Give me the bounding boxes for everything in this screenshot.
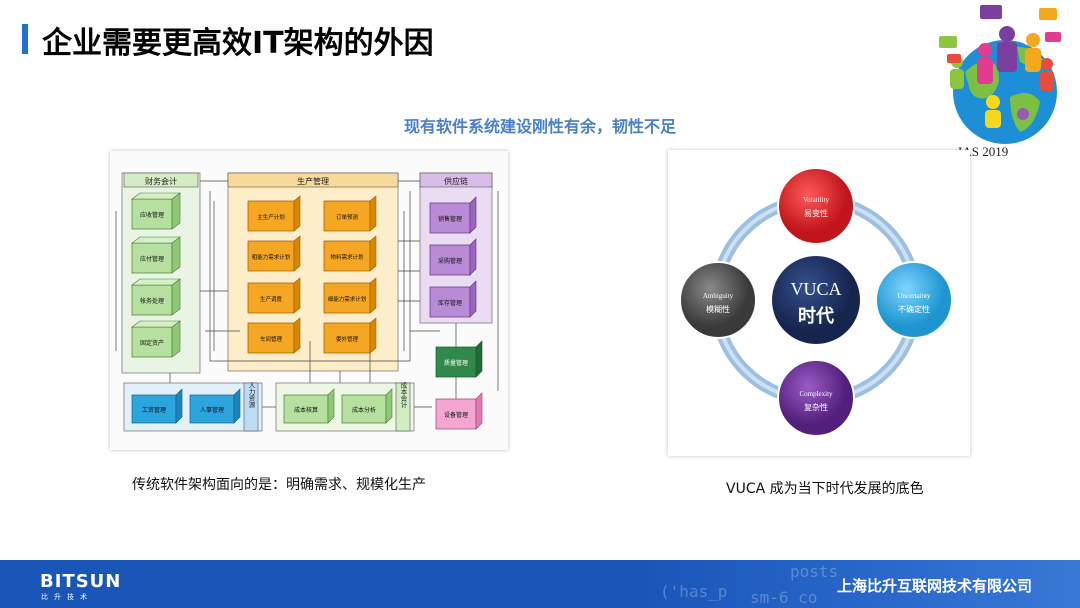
vuca-diagram-panel: VUCA 时代 Volatility 易变性 Uncertainty 不确定性 …: [668, 150, 970, 456]
company-name: 上海比升互联网技术有限公司: [836, 577, 1032, 595]
sales-box: [429, 202, 471, 234]
vuca-center-cn: 时代: [798, 306, 834, 327]
footer-bar: ('has_p posts sm-6 co BITSUN 比升技术 上海比升互联…: [0, 560, 1080, 608]
architecture-diagram-panel: 财务会计 生产管理 供应链 人力资源 成本会计: [110, 151, 508, 450]
personnel-label: 人事管理: [200, 406, 224, 414]
fixed-assets-label: 固定资产: [140, 339, 164, 347]
caption-left: 传统软件架构面向的是：明确需求、规模化生产: [132, 477, 426, 493]
receivable-box: [131, 198, 173, 230]
payroll-label: 工资管理: [142, 406, 166, 414]
code-text-2: posts: [790, 562, 839, 581]
order-box: [323, 200, 371, 232]
capacity-label: 粗能力需求计划: [252, 253, 291, 261]
cost-label: 成本会计: [399, 381, 407, 410]
title-accent-bar: [22, 24, 28, 54]
complexity-cn: 复杂性: [804, 402, 828, 412]
brand-subtitle: 比升技术: [41, 593, 93, 601]
equipment-label: 设备管理: [444, 411, 468, 419]
ambiguity-en: Ambiguity: [703, 292, 734, 300]
capacity-box: [247, 240, 295, 272]
volatility-circle: [777, 167, 855, 245]
supply-label: 供应链: [444, 176, 468, 186]
uncertainty-circle: [875, 261, 953, 339]
footer-code-background: ('has_p posts sm-6 co: [640, 560, 1080, 608]
complexity-circle: [777, 359, 855, 437]
purchase-box: [429, 244, 471, 276]
order-label: 订单预测: [336, 213, 359, 221]
uncertainty-en: Uncertainty: [897, 292, 931, 300]
delivery-box: [323, 322, 371, 354]
ias-logo: [939, 5, 1061, 144]
vuca-center-en: VUCA: [790, 279, 841, 299]
cost-calc-box: [283, 394, 329, 424]
schedule-label: 生产调度: [260, 295, 283, 303]
code-text-3: sm-6 co: [750, 588, 818, 607]
payroll-box: [131, 394, 177, 424]
mps-label: 主生产计划: [257, 213, 285, 221]
code-text-1: ('has_p: [660, 582, 728, 601]
caption-right: VUCA 成为当下时代发展的底色: [726, 481, 924, 497]
schedule-box: [247, 282, 295, 314]
vuca-center: [770, 254, 862, 346]
receivable-label: 应收管理: [140, 211, 164, 219]
inventory-label: 库存管理: [438, 299, 462, 307]
ambiguity-circle: [679, 261, 757, 339]
uncertainty-cn: 不确定性: [898, 304, 930, 314]
delivery-label: 委外管理: [336, 335, 359, 343]
fine-capacity-label: 细能力需求计划: [328, 295, 367, 303]
architecture-diagram: 财务会计 生产管理 供应链 人力资源 成本会计: [115, 172, 499, 432]
ledger-label: 帐务处理: [140, 297, 164, 305]
fixed-assets-box: [131, 326, 173, 358]
quality-box: [435, 346, 477, 378]
slide-title: 企业需要更高效IT架构的外因: [42, 26, 434, 61]
vuca-diagram: VUCA 时代 Volatility 易变性 Uncertainty 不确定性 …: [679, 167, 953, 437]
mps-box: [247, 200, 295, 232]
hr-label: 人力资源: [247, 382, 255, 410]
finance-label: 财务会计: [145, 176, 177, 186]
cost-analysis-label: 成本分析: [352, 406, 376, 414]
sales-label: 销售管理: [438, 215, 462, 223]
logo-caption: IAS 2019: [958, 144, 1009, 159]
quality-label: 质量管理: [444, 359, 468, 367]
brand-logo: BITSUN: [40, 571, 122, 592]
cost-calc-label: 成本核算: [294, 406, 318, 414]
cost-analysis-box: [341, 394, 387, 424]
ambiguity-cn: 模糊性: [706, 304, 730, 314]
payable-label: 应付管理: [140, 255, 164, 263]
volatility-cn: 易变性: [804, 208, 828, 218]
connector-lines: [115, 180, 499, 408]
purchase-label: 采购管理: [438, 257, 462, 265]
complexity-en: Complexity: [799, 390, 833, 398]
mrp-box: [323, 240, 371, 272]
production-label: 生产管理: [297, 176, 329, 186]
subtitle: 现有软件系统建设刚性有余，韧性不足: [403, 117, 676, 136]
volatility-en: Volatility: [803, 196, 829, 204]
mrp-label: 物料需求计划: [330, 253, 363, 261]
workshop-label: 车间管理: [260, 335, 283, 343]
